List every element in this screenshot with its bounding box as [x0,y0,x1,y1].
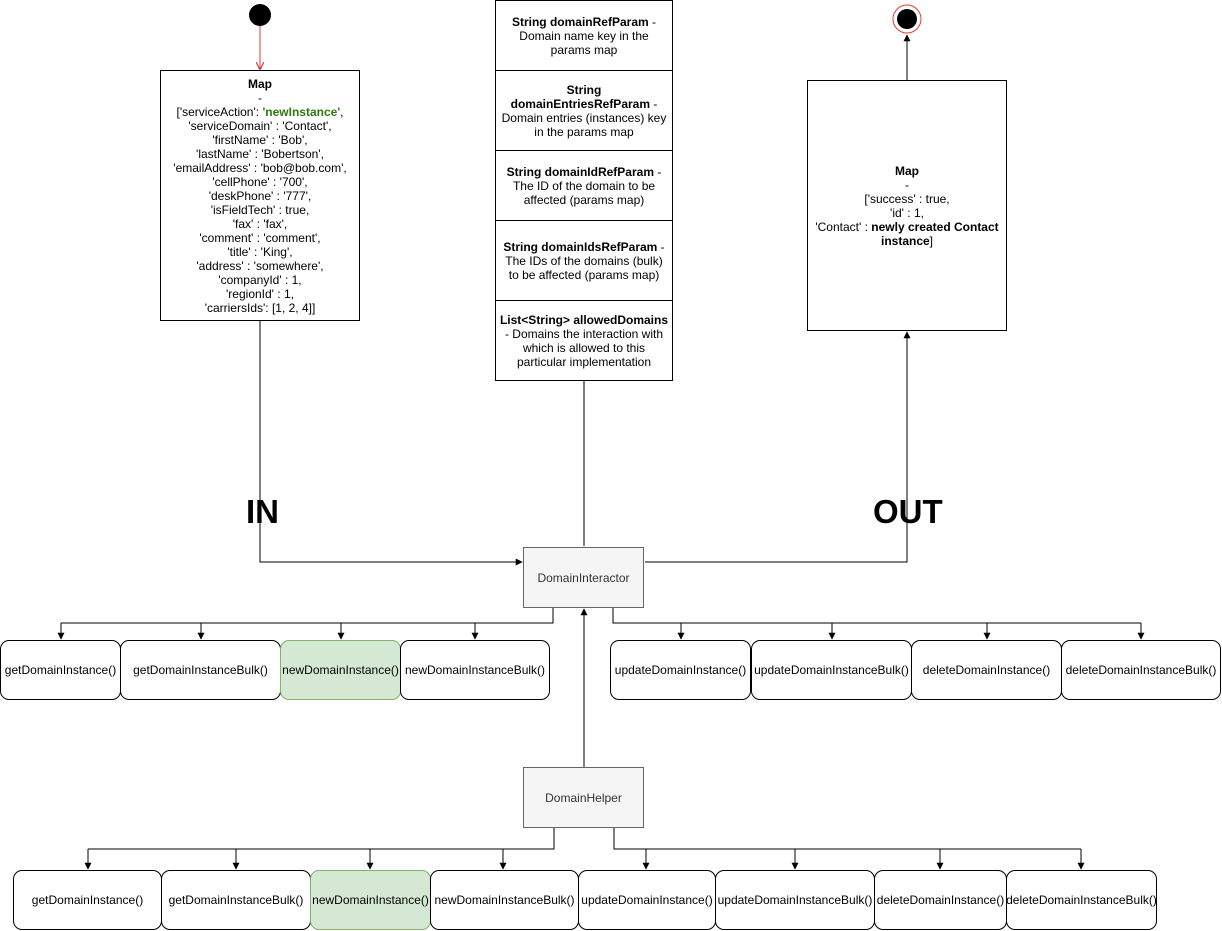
interactor-method-update-domain-instance-bulk[interactable]: updateDomainInstanceBulk() [751,640,912,700]
param-text: String domainRefParam - Domain name key … [511,14,657,57]
param-allowed-domains[interactable]: List<String> allowedDomains - Domains th… [495,300,673,381]
domain-helper-class[interactable]: DomainHelper [523,767,644,828]
param-domain-ref[interactable]: String domainRefParam - Domain name key … [495,0,673,71]
output-map-line: 'id' : 1, [890,205,924,220]
end-node [897,9,917,29]
input-map-note[interactable]: Map - ['serviceAction': 'newInstance', '… [160,70,360,321]
input-map-line: 'serviceDomain' : 'Contact', [188,118,332,133]
interactor-method-get-domain-instance[interactable]: getDomainInstance() [0,640,121,700]
out-label: OUT [873,493,943,530]
param-text: List<String> allowedDomains - Domains th… [499,312,669,369]
in-label: IN [246,493,279,530]
param-domain-entries-ref[interactable]: String domainEntriesRefParam - Domain en… [495,70,673,151]
interactor-method-delete-domain-instance[interactable]: deleteDomainInstance() [911,640,1062,700]
interactor-method-get-domain-instance-bulk[interactable]: getDomainInstanceBulk() [120,640,281,700]
param-text: String domainEntriesRefParam - Domain en… [501,82,667,139]
input-map-line: 'firstName' : 'Bob', [212,132,308,147]
input-map-line: 'fax' : 'fax', [232,216,288,231]
start-node [249,4,271,26]
helper-method-new-domain-instance-bulk[interactable]: newDomainInstanceBulk() [430,870,579,930]
input-map-title: Map [248,76,272,91]
helper-method-get-domain-instance-bulk[interactable]: getDomainInstanceBulk() [161,870,311,930]
param-text: String domainIdRefParam - The ID of the … [506,164,662,207]
output-map-note[interactable]: Map - ['success' : true, 'id' : 1, 'Cont… [807,80,1007,331]
helper-right-bus [613,828,1081,850]
input-map-line: 'regionId' : 1, [226,286,294,301]
helper-method-get-domain-instance[interactable]: getDomainInstance() [13,870,162,930]
input-map-line: 'lastName' : 'Bobertson', [196,146,324,161]
output-map-line: 'Contact' : newly created Contact instan… [815,219,999,248]
domain-interactor-class[interactable]: DomainInteractor [523,547,644,608]
interactor-method-new-domain-instance[interactable]: newDomainInstance() [280,640,401,700]
input-map-line: ['serviceAction': 'newInstance', [176,104,344,119]
interactor-method-new-domain-instance-bulk[interactable]: newDomainInstanceBulk() [400,640,550,700]
param-text: String domainIdsRefParam - The IDs of th… [503,239,665,282]
interactor-right-bus [612,608,1141,624]
in-edge [259,321,523,566]
input-map-line: 'title' : 'King', [227,244,293,259]
param-domain-ids-ref[interactable]: String domainIdsRefParam - The IDs of th… [495,220,673,301]
input-map-line: 'companyId' : 1, [218,272,302,287]
output-map-line: ['success' : true, [864,191,950,206]
helper-method-update-domain-instance-bulk[interactable]: updateDomainInstanceBulk() [715,870,875,930]
input-map-line: 'isFieldTech' : true, [210,202,310,217]
param-domain-id-ref[interactable]: String domainIdRefParam - The ID of the … [495,150,673,221]
input-map-line: 'carriersIds': [1, 2, 4]] [204,300,316,315]
helper-method-delete-domain-instance[interactable]: deleteDomainInstance() [874,870,1007,930]
input-map-line: 'cellPhone' : '700', [212,174,308,189]
helper-left-bus [88,828,555,850]
output-map-dash: - [905,177,909,192]
input-map-line: 'deskPhone' : '777', [208,188,312,203]
interactor-left-bus [61,608,554,624]
helper-method-delete-domain-instance-bulk[interactable]: deleteDomainInstanceBulk() [1006,870,1157,930]
interactor-method-update-domain-instance[interactable]: updateDomainInstance() [610,640,751,700]
helper-method-new-domain-instance[interactable]: newDomainInstance() [310,870,431,930]
out-edge [645,331,911,563]
interactor-method-delete-domain-instance-bulk[interactable]: deleteDomainInstanceBulk() [1061,640,1221,700]
input-map-dash: - [258,90,262,105]
input-map-line: 'emailAddress' : 'bob@bob.com', [173,160,347,175]
input-map-line: 'address' : 'somewhere', [196,258,324,273]
output-map-title: Map [895,163,919,178]
helper-method-update-domain-instance[interactable]: updateDomainInstance() [578,870,716,930]
input-map-line: 'comment' : 'comment', [199,230,321,245]
